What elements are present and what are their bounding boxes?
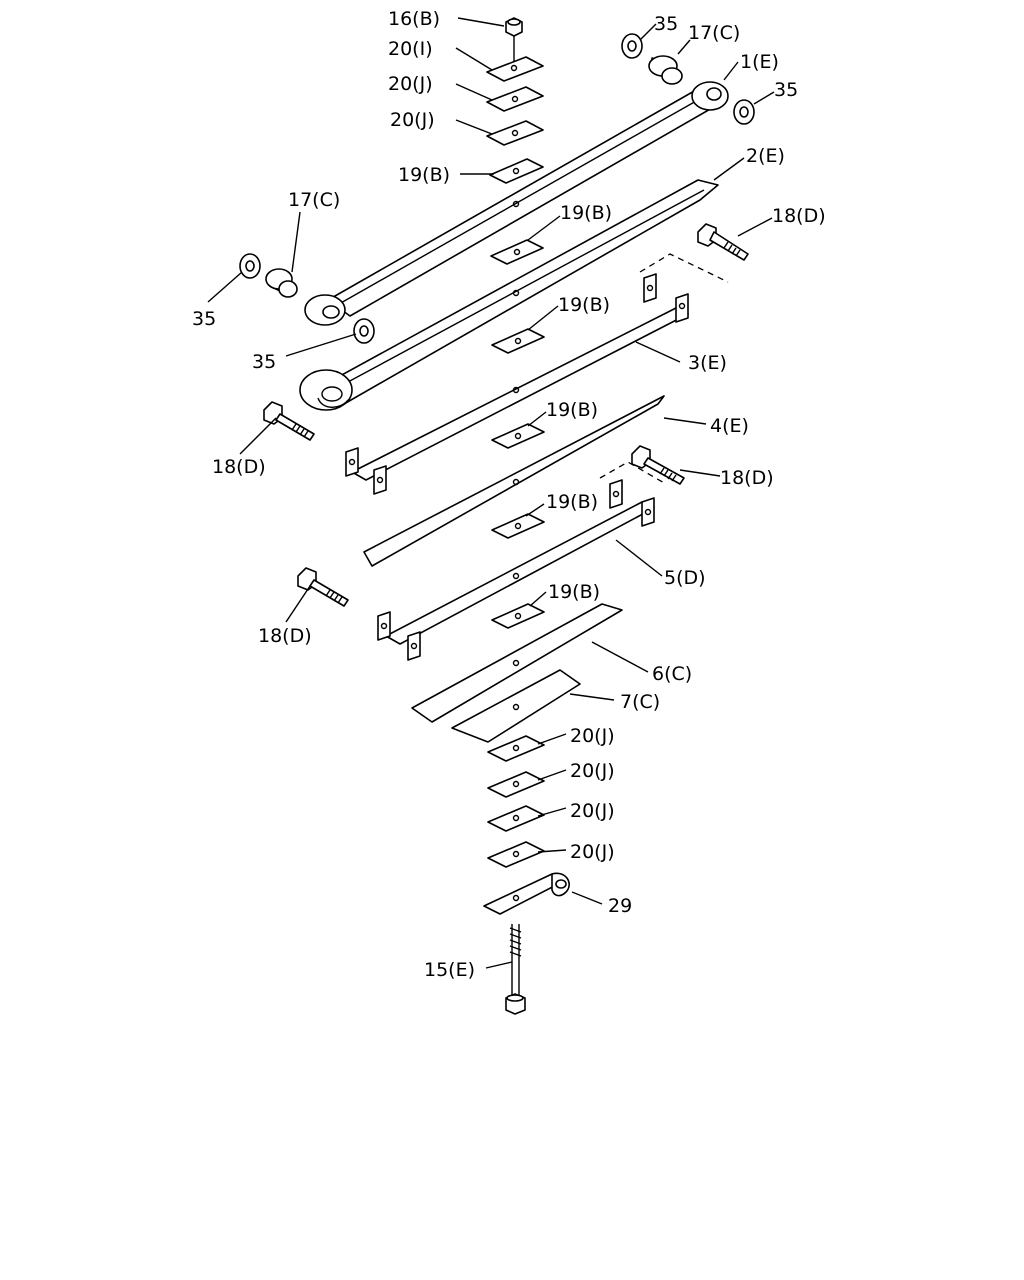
label-19b-2: 19(B): [560, 202, 612, 224]
part-19b-pad-6: [491, 603, 545, 629]
label-18d-middle-left: 18(D): [212, 456, 266, 478]
label-6c: 6(C): [652, 663, 692, 685]
label-35-middle: 35: [252, 351, 276, 373]
part-29-bracket: [483, 872, 570, 915]
part-17c-bushing-right: [648, 55, 683, 85]
part-20j-plate-bottom-3: [487, 805, 545, 832]
label-20j-top-1: 20(J): [388, 73, 433, 95]
label-17c-left: 17(C): [288, 189, 340, 211]
part-19b-pad-3: [491, 328, 545, 354]
label-1e: 1(E): [740, 51, 779, 73]
part-5d-rebound-clip: [377, 479, 655, 661]
part-35-washer-top: [621, 33, 643, 59]
label-15e: 15(E): [424, 959, 475, 981]
label-20i: 20(I): [388, 38, 433, 60]
part-18d-bolt-bottom-left: [297, 567, 349, 607]
label-16b: 16(B): [388, 8, 440, 30]
part-35-washer-right: [733, 99, 755, 125]
part-17c-bushing-left: [265, 268, 298, 298]
label-20j-top-2: 20(J): [390, 109, 435, 131]
part-20j-plate-top-2: [486, 120, 544, 146]
part-19b-pad-1: [489, 158, 544, 184]
part-19b-pad-2: [490, 239, 544, 265]
label-35-top: 35: [654, 13, 678, 35]
leader-lines: [207, 17, 775, 969]
part-18d-bolt-middle-right: [631, 445, 685, 485]
label-4e: 4(E): [710, 415, 749, 437]
label-18d-middle-right: 18(D): [720, 467, 774, 489]
part-15e-center-bolt: [505, 924, 526, 1015]
label-35-right: 35: [774, 79, 798, 101]
part-35-washer-left: [239, 253, 261, 279]
part-20j-plate-bottom-2: [487, 771, 545, 798]
label-20j-bottom-2: 20(J): [570, 760, 615, 782]
part-19b-pad-4: [491, 423, 545, 449]
part-4e-fourth-leaf: [363, 386, 665, 567]
label-19b-6: 19(B): [548, 581, 600, 603]
part-20j-plate-top-1: [486, 86, 544, 112]
part-18d-bolt-top-right: [697, 223, 749, 261]
part-19b-pad-5: [491, 513, 545, 580]
part-16b-nut: [505, 17, 523, 64]
label-20j-bottom-1: 20(J): [570, 725, 615, 747]
label-20j-bottom-3: 20(J): [570, 800, 615, 822]
part-20j-plate-bottom-4: [487, 841, 545, 868]
label-5d: 5(D): [664, 567, 706, 589]
label-35-left: 35: [192, 308, 216, 330]
label-3e: 3(E): [688, 352, 727, 374]
part-20i-plate: [486, 56, 544, 82]
bolt-path-top-right: [639, 253, 729, 283]
part-7c-seventh-leaf: [451, 669, 581, 743]
label-20j-bottom-4: 20(J): [570, 841, 615, 863]
label-7c: 7(C): [620, 691, 660, 713]
label-19b-5: 19(B): [546, 491, 598, 513]
part-35-washer-middle: [353, 318, 375, 344]
part-18d-bolt-middle-left: [263, 401, 315, 441]
label-29: 29: [608, 895, 632, 917]
label-18d-top-right: 18(D): [772, 205, 826, 227]
label-17c-top: 17(C): [688, 22, 740, 44]
label-18d-bottom-left: 18(D): [258, 625, 312, 647]
label-19b-4: 19(B): [546, 399, 598, 421]
part-3e-rebound-clip: [345, 273, 689, 495]
label-19b-1: 19(B): [398, 164, 450, 186]
label-2e: 2(E): [746, 145, 785, 167]
label-19b-3: 19(B): [558, 294, 610, 316]
part-2e-second-leaf: [299, 179, 719, 411]
part-20j-plate-bottom-1: [487, 735, 545, 762]
part-1e-main-leaf: [304, 81, 729, 326]
part-6c-sixth-leaf: [411, 603, 623, 723]
